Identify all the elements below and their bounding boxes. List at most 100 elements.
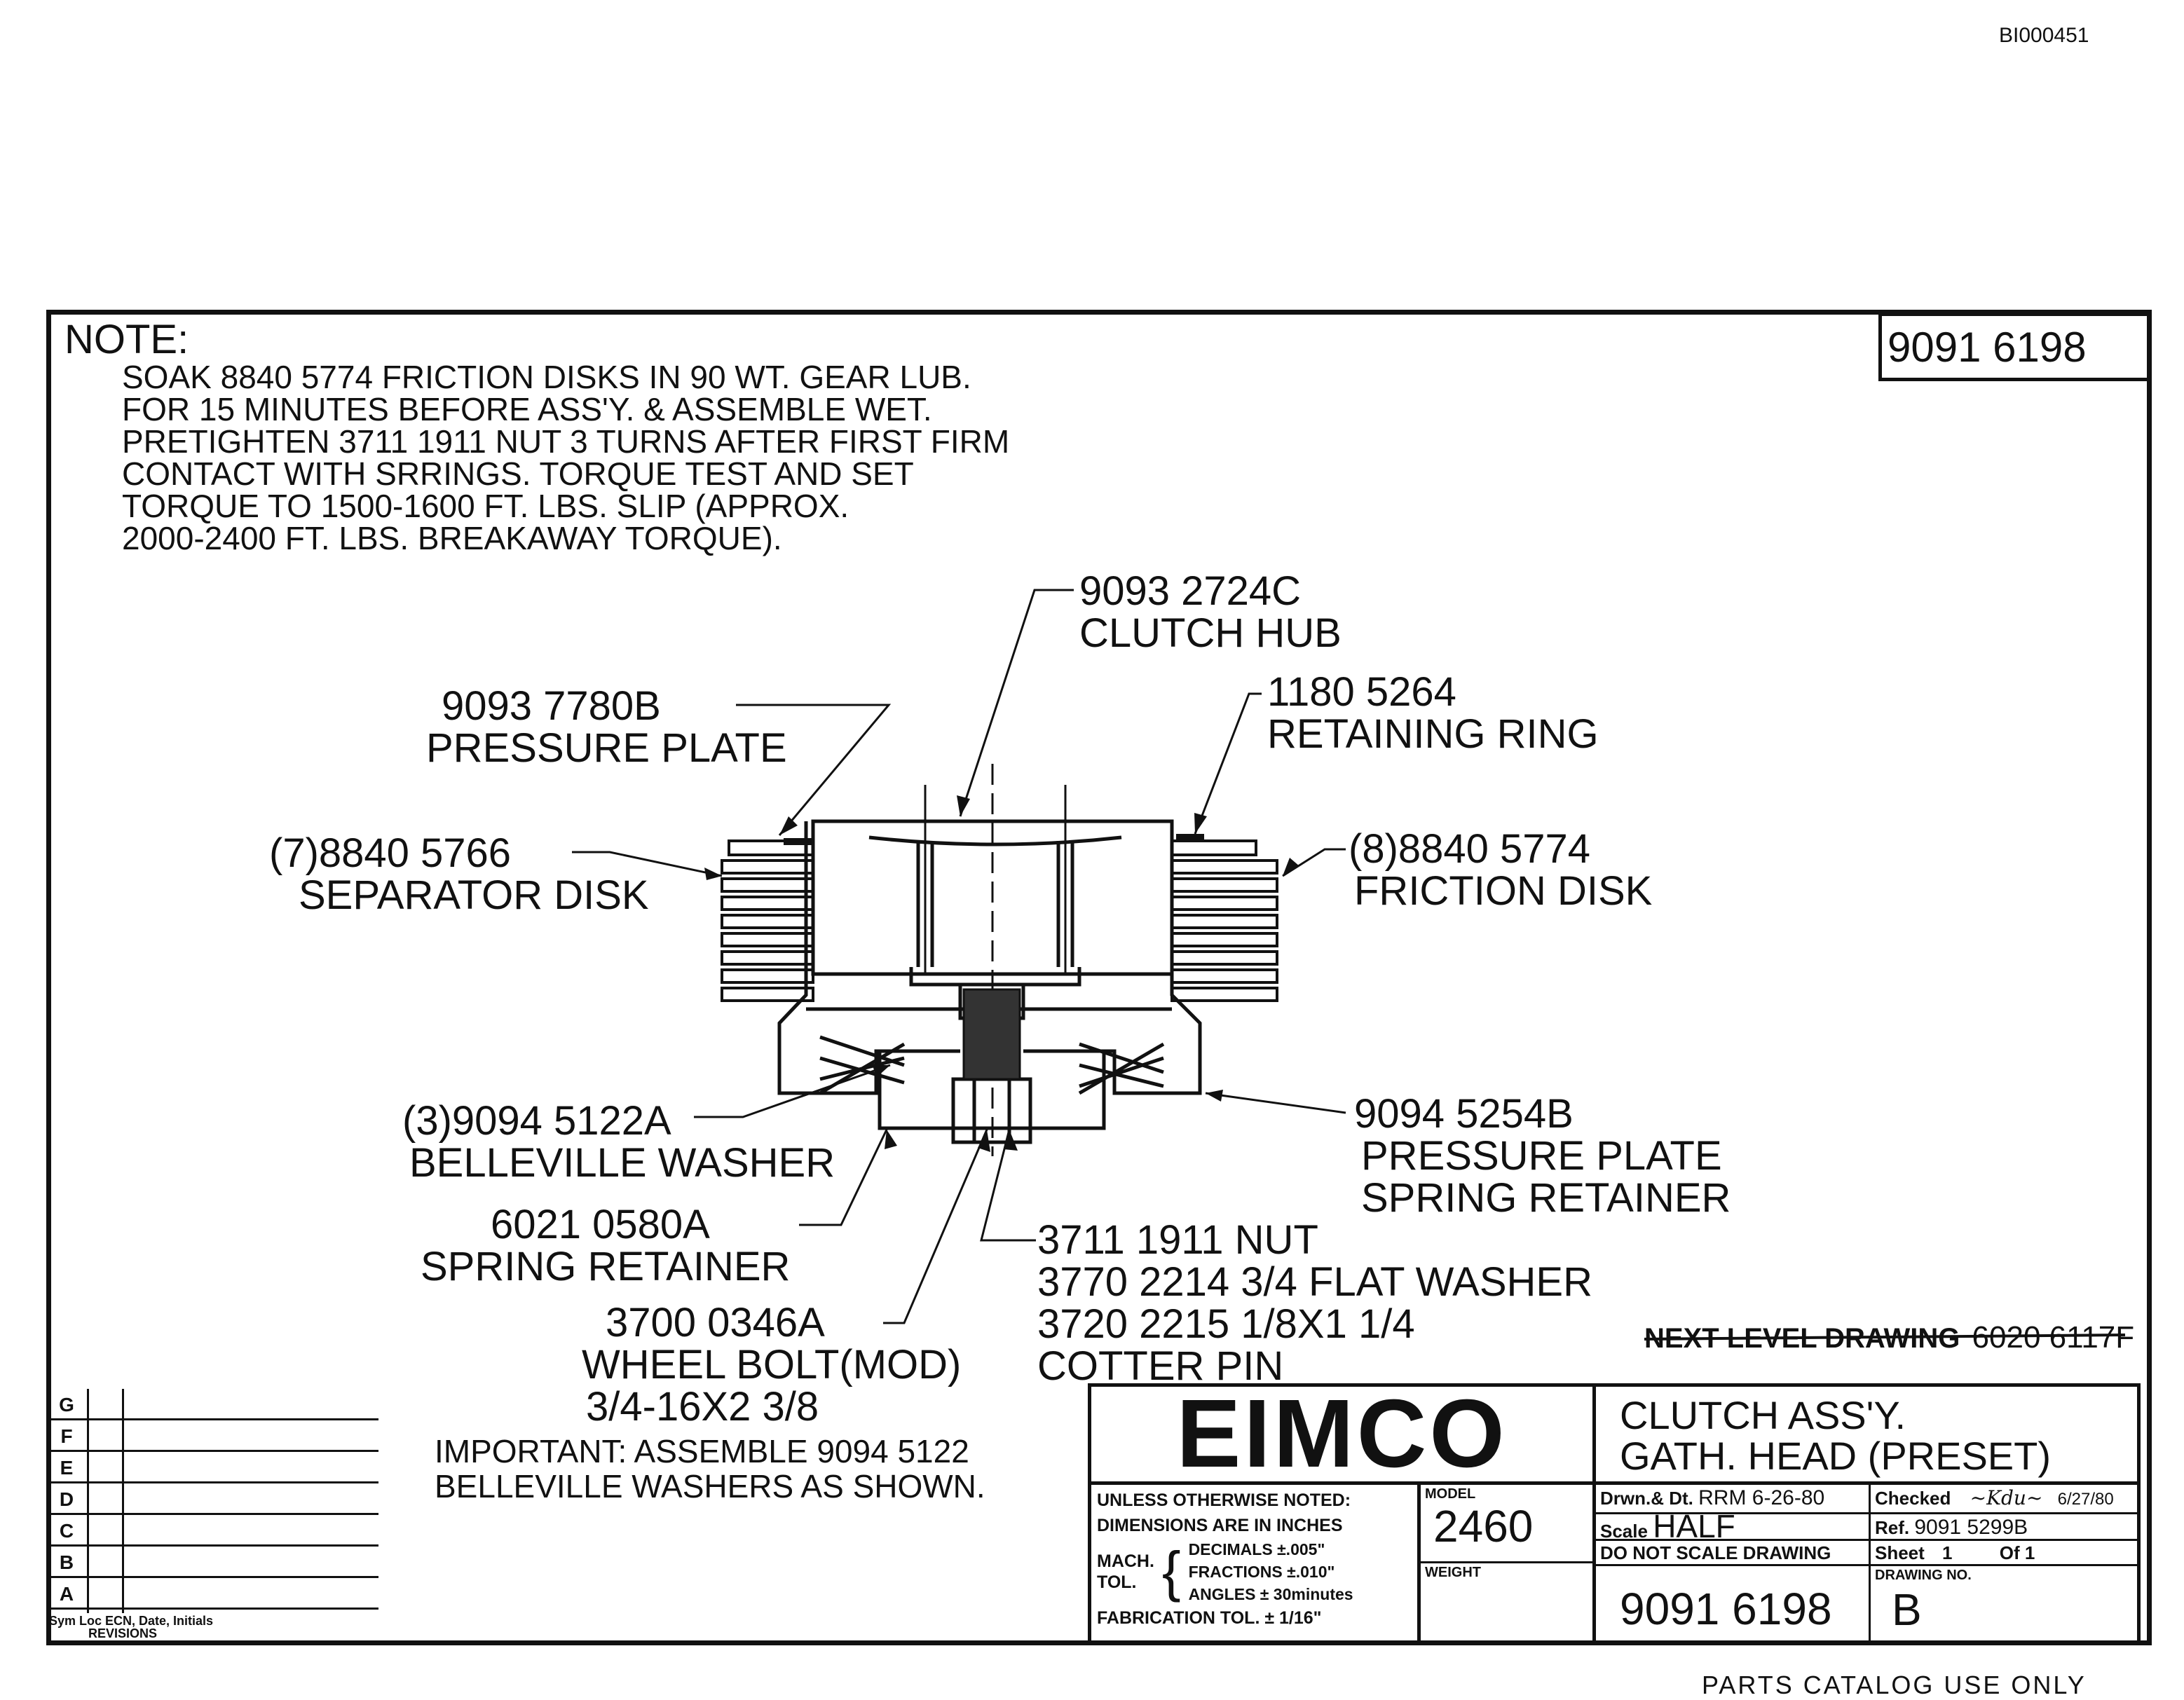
drawing-number-box: 9091 6198 [1878, 313, 2150, 381]
revisions-block: G F E D C B A Sym Loc ECN, Date, Initial… [46, 1389, 378, 1640]
weight-label: WEIGHT [1425, 1565, 1481, 1580]
part-number: 9093 2724C [1079, 568, 1302, 614]
revision-letter: B [59, 1551, 74, 1573]
note-title: NOTE: [64, 317, 189, 362]
revision-row: D [46, 1483, 378, 1515]
leader-wheel-bolt [883, 1129, 988, 1324]
drawing-title: CLUTCH ASS'Y. GATH. HEAD (PRESET) [1596, 1387, 2137, 1485]
title-line: CLUTCH ASS'Y. [1620, 1393, 1906, 1437]
note-line: 2000-2400 FT. LBS. BREAKAWAY TORQUE). [122, 520, 782, 556]
part-line: 3711 1911 NUT [1037, 1217, 1318, 1263]
belleville-washer-left [819, 1035, 906, 1095]
leader-belleville-washer [694, 1064, 891, 1118]
part-size: 3/4-16X2 3/8 [586, 1384, 819, 1430]
tolerance-angles: ANGLES ± 30minutes [1188, 1585, 1353, 1603]
part-name: PRESSURE PLATE [426, 725, 787, 771]
note-line: TORQUE TO 1500-1600 FT. LBS. SLIP (APPRO… [122, 488, 849, 524]
part-name: PRESSURE PLATE [1361, 1133, 1722, 1179]
revision-letter: D [59, 1488, 74, 1510]
part-name: FRICTION DISK [1354, 868, 1653, 914]
leader-clutch-hub [959, 589, 1074, 817]
tol-label: TOL. [1097, 1572, 1137, 1592]
company-logo: EIMCO [1091, 1380, 1596, 1488]
drawing-number: 9091 6198 [1888, 323, 2087, 371]
note-line: FOR 15 MINUTES BEFORE ASS'Y. & ASSEMBLE … [122, 391, 932, 427]
hub-inner-bore [868, 835, 1122, 846]
model-label: MODEL [1425, 1486, 1476, 1502]
leader-pressure-plate [736, 704, 892, 836]
friction-disk-stack [1171, 839, 1278, 1002]
part-line: COTTER PIN [1037, 1343, 1284, 1389]
do-not-scale-cell: DO NOT SCALE DRAWING [1596, 1541, 1871, 1564]
title-block: EIMCO CLUTCH ASS'Y. GATH. HEAD (PRESET) … [1088, 1380, 2141, 1644]
drawing-number-cell: 9091 6198 DRAWING NO. B [1596, 1566, 2137, 1640]
belleville-washer-right [1078, 1042, 1165, 1095]
revision-cell: DRAWING NO. B [1871, 1566, 2137, 1640]
sheet-cell: Sheet 1 Of 1 [1871, 1541, 2137, 1564]
housing-right [1023, 821, 1202, 1095]
title-row-drawn: Drwn.& Dt. RRM 6-26-80 Checked ~Kdu~ 6/2… [1596, 1485, 2137, 1514]
callout-spring-plate-retainer: 9094 5254B PRESSURE PLATE SPRING RETAINE… [1354, 1093, 1731, 1219]
tolerance-decimals: DECIMALS ±.005" [1188, 1540, 1325, 1558]
scale-label: Scale [1600, 1521, 1648, 1539]
part-number: (7)8840 5766 [269, 830, 512, 876]
part-number: 6021 0580A [491, 1202, 710, 1247]
part-name: CLUTCH HUB [1079, 610, 1342, 656]
assembly-note: NOTE: SOAK 8840 5774 FRICTION DISKS IN 9… [64, 317, 1009, 556]
do-not-scale-label: DO NOT SCALE DRAWING [1600, 1542, 1831, 1563]
drawn-cell: Drwn.& Dt. RRM 6-26-80 [1596, 1485, 1871, 1512]
revision-row: E [46, 1452, 378, 1483]
separator-disk-stack [721, 839, 814, 1002]
part-number: 9094 5254B [1354, 1091, 1574, 1137]
part-number: 9093 7780B [442, 683, 661, 729]
part-number: (8)8840 5774 [1349, 826, 1591, 872]
important-line: BELLEVILLE WASHERS AS SHOWN. [435, 1468, 985, 1504]
revision-letter: G [59, 1393, 74, 1415]
leader-retaining-ring [1194, 692, 1262, 835]
part-line: 3720 2215 1/8X1 1/4 [1037, 1301, 1415, 1347]
model-cell: MODEL 2460 [1421, 1485, 1596, 1563]
title-line: GATH. HEAD (PRESET) [1620, 1434, 2052, 1478]
fabrication-tolerance: FABRICATION TOL. ± 1/16" [1097, 1608, 1322, 1628]
checked-signature: ~Kdu~ [1970, 1486, 2043, 1509]
important-note: IMPORTANT: ASSEMBLE 9094 5122 BELLEVILLE… [435, 1434, 985, 1504]
callout-friction-disk: (8)8840 5774 FRICTION DISK [1349, 828, 1652, 912]
title-row-scale: Scale HALF Ref. 9091 5299B [1596, 1514, 2137, 1541]
important-line: IMPORTANT: ASSEMBLE 9094 5122 [435, 1433, 969, 1469]
part-name: RETAINING RING [1267, 711, 1599, 757]
revisions-footer: Sym Loc ECN, Date, Initials REVISIONS [49, 1615, 213, 1640]
wheel-bolt-thread [962, 988, 1021, 1081]
retaining-ring-mark [1176, 834, 1204, 841]
sheet-label: Sheet [1875, 1542, 1925, 1563]
revisions-columns: Sym Loc ECN, Date, Initials [49, 1614, 214, 1628]
revision-row: F [46, 1420, 378, 1452]
drawing-no-label: DRAWING NO. [1875, 1568, 1972, 1583]
part-number: 3700 0346A [606, 1300, 825, 1345]
part-name: BELLEVILLE WASHER [409, 1140, 835, 1186]
tolerance-note: UNLESS OTHERWISE NOTED: [1097, 1490, 1351, 1510]
leader-separator-disk [572, 851, 723, 877]
callout-belleville-washer: (3)9094 5122A BELLEVILLE WASHER [402, 1100, 835, 1184]
ref-label: Ref. [1875, 1517, 1910, 1538]
pressure-plate-mark [784, 838, 812, 845]
leader-spring-plate-retainer [1205, 1092, 1346, 1114]
callout-spring-retainer: 6021 0580A SPRING RETAINER [421, 1204, 790, 1288]
part-name: SEPARATOR DISK [299, 872, 649, 918]
callout-nut-group: 3711 1911 NUT 3770 2214 3/4 FLAT WASHER … [1037, 1219, 1592, 1387]
part-number: (3)9094 5122A [402, 1098, 671, 1144]
revision-row: C [46, 1515, 378, 1547]
note-line: CONTACT WITH SRRINGS. TORQUE TEST AND SE… [122, 455, 914, 492]
leader-spring-retainer [799, 1129, 888, 1226]
tolerance-units: DIMENSIONS ARE IN INCHES [1097, 1516, 1343, 1535]
of-value: 1 [2024, 1542, 2035, 1563]
drawn-label: Drwn.& Dt. [1600, 1488, 1693, 1509]
sheet-value: 1 [1942, 1542, 1953, 1563]
note-line: SOAK 8840 5774 FRICTION DISKS IN 90 WT. … [122, 359, 971, 395]
leader-nut-group [980, 1129, 1036, 1242]
scale-value: HALF [1653, 1514, 1735, 1539]
revision-row: A [46, 1578, 378, 1610]
tolerance-block: UNLESS OTHERWISE NOTED: DIMENSIONS ARE I… [1091, 1485, 1421, 1640]
part-name: SPRING RETAINER [421, 1244, 791, 1289]
drawing-no-value: 9091 6198 [1596, 1566, 1871, 1640]
